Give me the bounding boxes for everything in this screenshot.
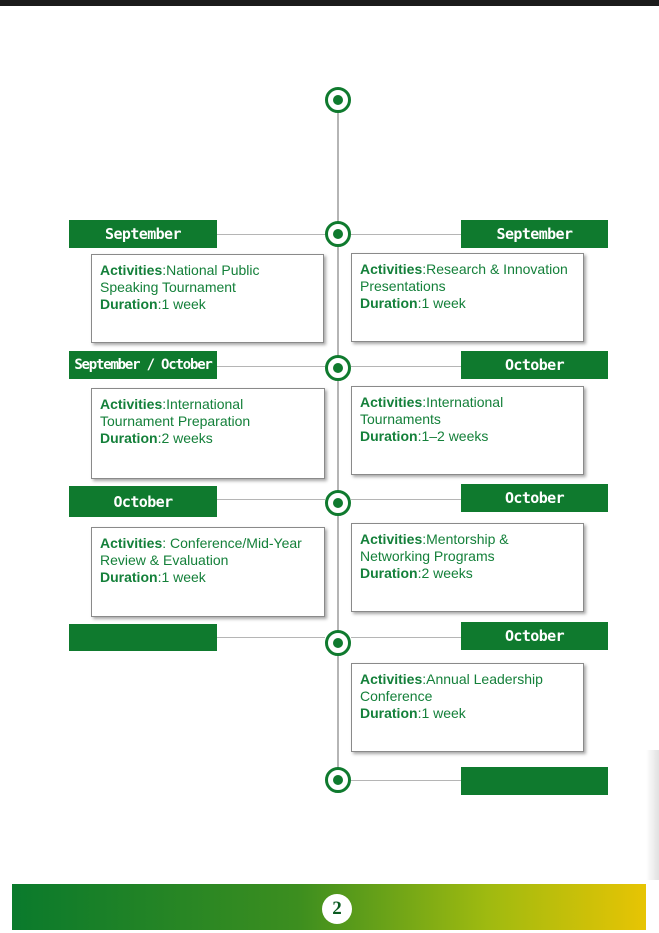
activity-card-left: Activities:International Tournament Prep… [91,388,325,479]
timeline-node-start [325,87,351,113]
separator: : [417,565,422,581]
month-label-right: October [461,351,608,379]
duration-text: 2 weeks [421,565,473,581]
duration-text: 1 week [161,569,206,585]
activities-label: Activities [100,396,163,412]
connector-row2-left [217,366,325,367]
separator: : [157,430,162,446]
activity-line: Activities:International Tournaments [360,394,575,428]
page-number: 2 [322,894,352,924]
activity-text: Conference/Mid-Year Review & Evaluation [100,535,302,568]
month-label-right: October [461,622,608,650]
activity-card-right: Activities:Research & Innovation Present… [351,253,584,342]
connector-row1-left [217,234,325,235]
timeline-node-1 [325,221,351,247]
activities-label: Activities [360,261,423,277]
month-label-left-empty [69,624,217,651]
connector-row5-right [351,780,461,781]
activities-label: Activities [360,671,423,687]
duration-text: 1 week [421,295,466,311]
timeline-node-end [325,767,351,793]
duration-label: Duration [360,705,418,721]
top-edge-bar [0,0,659,6]
month-label-right: October [461,484,608,512]
timeline-node-4 [325,630,351,656]
activity-card-right: Activities:Annual Leadership Conference … [351,663,584,752]
duration-line: Duration:1 week [360,295,575,312]
timeline-spine [337,100,339,780]
duration-label: Duration [360,428,418,444]
separator: : [157,569,162,585]
duration-text: 1 week [161,296,206,312]
separator: : [157,296,162,312]
separator: : [422,261,427,277]
duration-line: Duration:1 week [100,569,316,586]
duration-line: Duration:2 weeks [360,565,575,582]
separator: : [422,671,427,687]
separator: : [162,396,167,412]
duration-line: Duration:1 week [100,296,315,313]
activity-text: National Public Speaking Tournament [100,262,260,295]
month-label-left: October [69,486,217,517]
separator: : [417,705,422,721]
activity-line: Activities:International Tournament Prep… [100,396,316,430]
activity-text: Mentorship & Networking Programs [360,531,509,564]
timeline-node-2 [325,355,351,381]
activity-card-left: Activities: Conference/Mid-Year Review &… [91,527,325,617]
connector-row4-left [217,637,325,638]
activity-card-right: Activities:International Tournaments Dur… [351,386,584,475]
activity-line: Activities:Mentorship & Networking Progr… [360,531,575,565]
connector-row1-right [351,234,461,235]
duration-line: Duration:1 week [360,705,575,722]
month-label-left: September [69,220,217,248]
activity-line: Activities:National Public Speaking Tour… [100,262,315,296]
connector-row3-right [351,499,461,500]
duration-label: Duration [100,430,158,446]
month-label-right-empty [461,767,608,795]
activities-label: Activities [360,531,423,547]
connector-row2-right [351,366,461,367]
month-label-right: September [461,220,608,248]
separator: : [422,531,427,547]
separator: : [162,262,167,278]
duration-line: Duration:1–2 weeks [360,428,575,445]
duration-label: Duration [100,296,158,312]
activities-label: Activities [100,535,163,551]
separator: : [162,535,167,551]
activity-card-right: Activities:Mentorship & Networking Progr… [351,523,584,612]
connector-row4-right [351,637,461,638]
separator: : [417,295,422,311]
month-label-left: September / October [69,351,217,379]
timeline-node-3 [325,490,351,516]
duration-label: Duration [360,295,418,311]
activity-line: Activities:Research & Innovation Present… [360,261,575,295]
activities-label: Activities [360,394,423,410]
duration-label: Duration [360,565,418,581]
activities-label: Activities [100,262,163,278]
activity-line: Activities: Conference/Mid-Year Review &… [100,535,316,569]
activity-text: Research & Innovation Presentations [360,261,568,294]
activity-text: International Tournament Preparation [100,396,251,429]
activity-card-left: Activities:National Public Speaking Tour… [91,254,324,343]
duration-line: Duration:2 weeks [100,430,316,447]
activity-text: International Tournaments [360,394,504,427]
separator: : [422,394,427,410]
duration-label: Duration [100,569,158,585]
activity-line: Activities:Annual Leadership Conference [360,671,575,705]
connector-row3-left [217,499,325,500]
page-edge-shadow [646,750,659,880]
duration-text: 2 weeks [161,430,213,446]
activity-text: Annual Leadership Conference [360,671,543,704]
duration-text: 1 week [421,705,466,721]
duration-text: 1–2 weeks [421,428,489,444]
separator: : [417,428,422,444]
